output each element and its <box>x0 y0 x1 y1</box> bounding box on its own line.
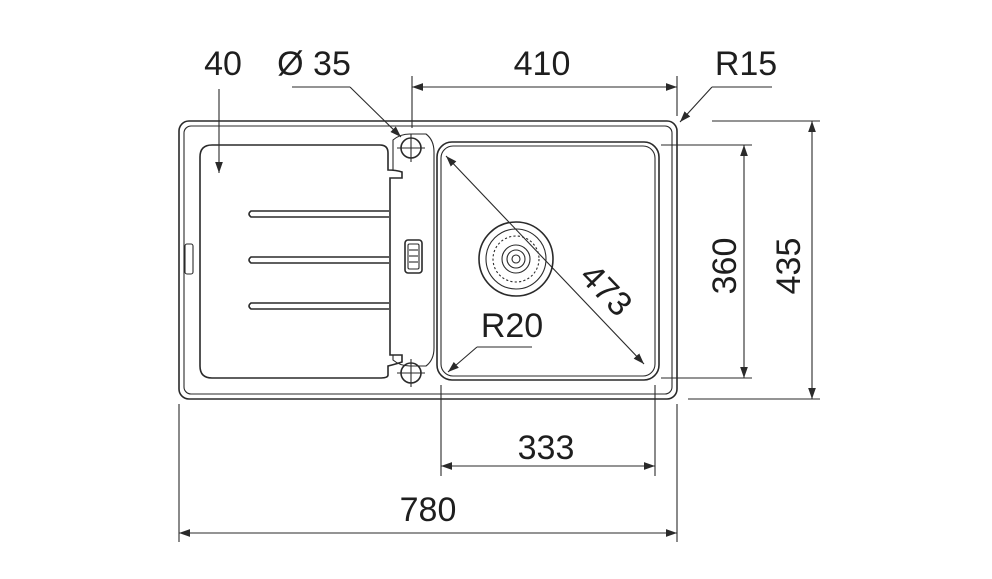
label-bowl-diagonal: 473 <box>573 257 640 324</box>
leader-r20 <box>447 346 532 373</box>
drainer-groove-bottom <box>248 302 389 310</box>
label-outer-corner-radius: R15 <box>715 45 777 83</box>
dim-line-473 <box>445 155 645 365</box>
leader-diameter-35 <box>292 86 402 138</box>
dimension-lines <box>179 83 816 537</box>
center-bridge <box>392 133 435 387</box>
drainer-groove-top <box>248 210 389 218</box>
leader-r15 <box>679 86 772 123</box>
sink-outline <box>178 120 678 400</box>
label-bowl-opening-width: 410 <box>514 45 571 83</box>
drainer-area <box>184 144 403 379</box>
overflow-plate <box>404 239 423 274</box>
drainer-groove-middle <box>248 256 389 264</box>
tap-hole-bottom <box>397 359 425 387</box>
bowl-outer-rim <box>436 141 660 381</box>
drainer-outline <box>199 144 403 379</box>
extension-lines <box>178 76 820 542</box>
sink-inner-edge <box>183 125 673 395</box>
bowl-inner-edge <box>440 145 656 377</box>
tap-hole-top <box>397 134 425 162</box>
dimension-labels: 40 Ø 35 410 R15 360 435 473 R20 333 780 <box>204 45 808 529</box>
label-overall-depth: 435 <box>770 238 808 295</box>
label-bowl-corner-radius: R20 <box>481 307 543 345</box>
sink-outer-edge <box>178 120 678 400</box>
label-bowl-depth: 360 <box>706 238 744 295</box>
label-hole-spacing: 40 <box>204 45 242 83</box>
side-slot <box>184 243 194 275</box>
drain-strainer <box>478 221 554 297</box>
label-tap-hole-diameter: Ø 35 <box>277 45 351 83</box>
label-bowl-width: 333 <box>518 429 575 467</box>
label-overall-width: 780 <box>400 491 457 529</box>
